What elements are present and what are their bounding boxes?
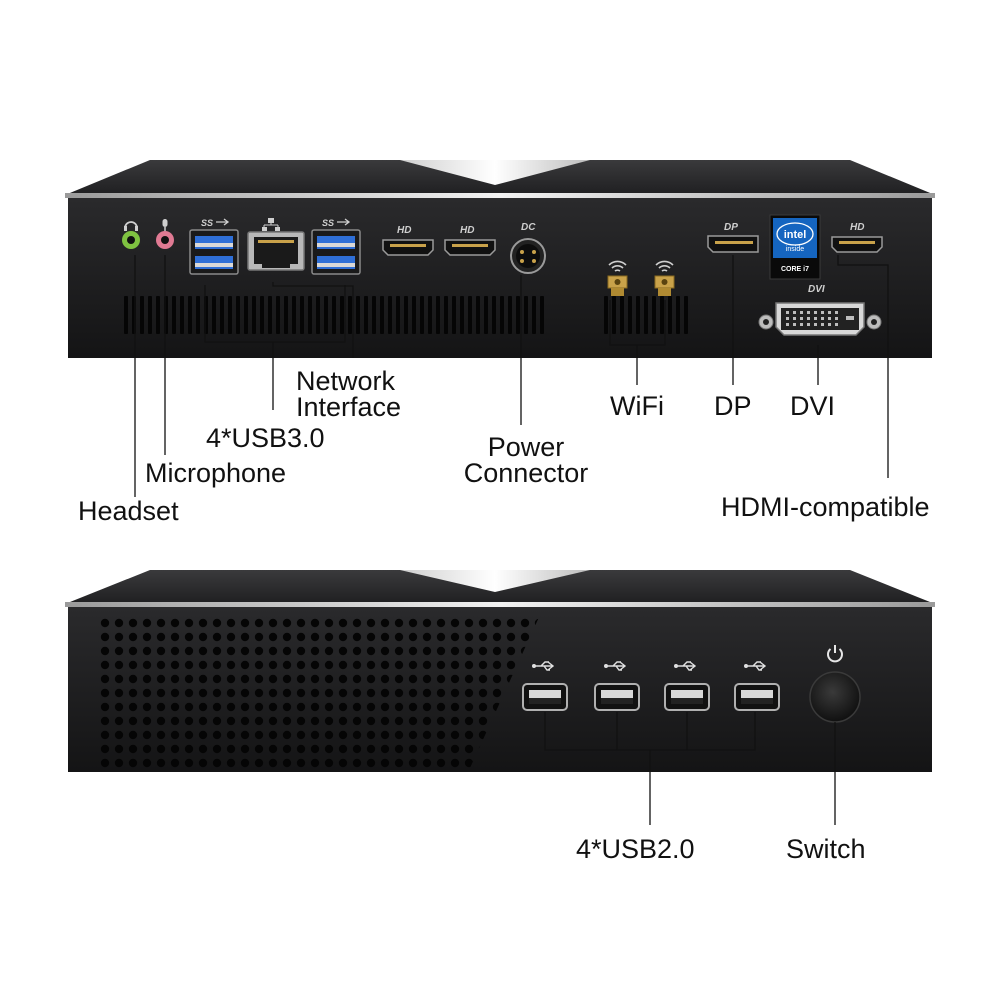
usb-icon <box>674 661 697 671</box>
callout-hdmi: HDMI-compatible <box>721 492 930 522</box>
hd-mark-2: HD <box>460 225 474 236</box>
callout-network: Network Interface <box>296 366 402 422</box>
callout-power: Power Connector <box>456 432 596 488</box>
intel-badge: intel inside CORE i7 <box>769 214 821 280</box>
usb-icon <box>337 218 351 226</box>
network-icon <box>262 218 280 231</box>
leader-lines-top <box>134 255 889 497</box>
headset-port <box>122 231 140 249</box>
callout-microphone: Microphone <box>145 458 287 488</box>
headset-icon <box>124 221 138 231</box>
callout-dp: DP <box>714 391 752 421</box>
intel-core: CORE i7 <box>781 266 809 273</box>
front-vent-grille <box>100 615 540 768</box>
usb-icon <box>532 661 555 671</box>
dc-mark: DC <box>521 222 536 233</box>
displayport-port <box>707 235 759 253</box>
callout-power-line1: Power <box>487 432 565 462</box>
usb-icon <box>216 218 230 226</box>
rear-vents <box>124 296 688 334</box>
dvi-port <box>758 302 882 336</box>
wifi-antenna-connector-1 <box>607 275 628 296</box>
callout-usb2: 4*USB2.0 <box>576 834 695 864</box>
usb3-mark-right: SS <box>322 218 334 228</box>
callout-headset: Headset <box>78 496 179 526</box>
network-port <box>247 231 305 271</box>
dp-mark: DP <box>724 222 738 233</box>
callout-network-line1: Network <box>296 366 396 396</box>
intel-inside: inside <box>786 246 804 253</box>
callout-wifi: WiFi <box>610 391 664 421</box>
wifi-antenna-connector-2 <box>654 275 675 296</box>
hdmi-port-3 <box>831 236 883 253</box>
hdmi-port-2 <box>444 239 496 256</box>
power-icon <box>827 645 843 663</box>
hd-mark-3: HD <box>850 222 864 233</box>
top-unit: SS SS <box>65 160 935 497</box>
usb2-port-4 <box>734 683 780 711</box>
usb3-port-right <box>311 229 361 275</box>
power-port <box>510 238 546 274</box>
usb2-port-3 <box>664 683 710 711</box>
microphone-port <box>156 231 174 249</box>
microphone-icon <box>162 219 168 231</box>
leader-lines-bottom <box>544 712 836 825</box>
lid-logo-triangle <box>400 160 590 185</box>
callout-switch: Switch <box>786 834 866 864</box>
callout-power-line2: Connector <box>463 458 589 488</box>
usb3-mark-left: SS <box>201 218 213 228</box>
wifi-icon <box>608 260 674 272</box>
usb2-port-1 <box>522 683 568 711</box>
usb-icon <box>744 661 767 671</box>
bottom-bevel <box>65 602 935 607</box>
bottom-unit <box>65 570 935 825</box>
usb3-port-left <box>189 229 239 275</box>
callout-dvi: DVI <box>790 391 836 421</box>
callout-network-line2: Interface <box>296 392 402 422</box>
usb2-port-2 <box>594 683 640 711</box>
intel-brand: intel <box>784 229 807 241</box>
bottom-lid-logo-triangle <box>400 570 590 592</box>
power-button[interactable] <box>809 671 861 723</box>
hdmi-port-1 <box>382 239 434 256</box>
dvi-mark: DVI <box>808 284 825 295</box>
callout-usb3: 4*USB3.0 <box>206 423 325 453</box>
top-bevel <box>65 193 935 198</box>
hd-mark-1: HD <box>397 225 411 236</box>
usb-icon <box>604 661 627 671</box>
